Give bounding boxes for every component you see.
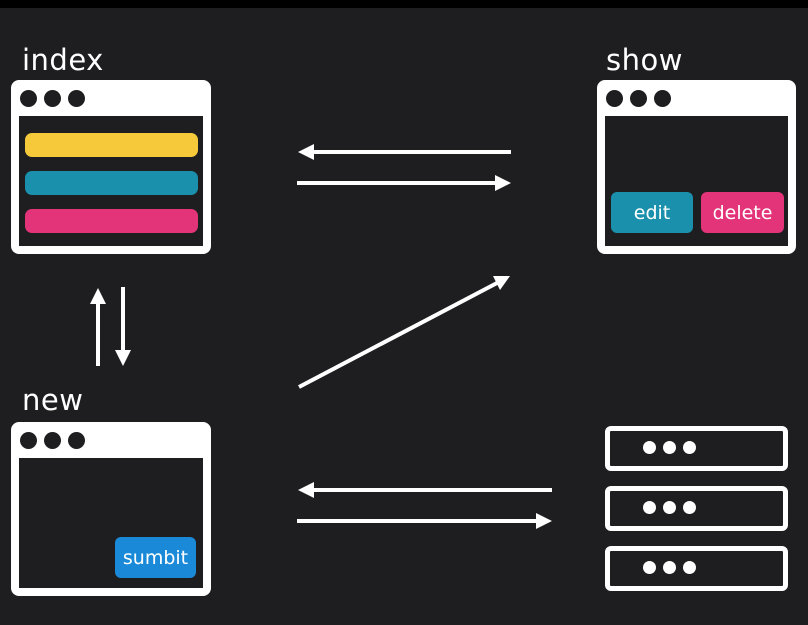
server-light-icon xyxy=(683,501,696,514)
server-light-icon xyxy=(663,561,676,574)
window-dot-icon xyxy=(20,90,37,107)
edit-button[interactable]: edit xyxy=(611,192,693,233)
arrow-head-icon xyxy=(298,144,314,160)
server-light-icon xyxy=(643,561,656,574)
server-unit xyxy=(605,426,788,471)
index-list-item xyxy=(25,133,198,157)
arrow-head-icon xyxy=(495,175,511,191)
arrow-head-icon xyxy=(90,288,106,304)
window-dot-icon xyxy=(606,90,623,107)
arrow-head-icon xyxy=(493,276,510,290)
submit-button[interactable]: sumbit xyxy=(115,537,196,578)
window-dot-icon xyxy=(68,90,85,107)
new-label: new xyxy=(22,383,84,417)
index-list-item xyxy=(25,171,198,195)
window-dot-icon xyxy=(44,90,61,107)
window-dot-icon xyxy=(630,90,647,107)
server-unit xyxy=(605,546,788,591)
server-light-icon xyxy=(643,441,656,454)
server-light-icon xyxy=(643,501,656,514)
server-light-icon xyxy=(683,561,696,574)
show-label: show xyxy=(606,43,683,77)
index-label: index xyxy=(22,43,104,77)
window-dot-icon xyxy=(20,432,37,449)
index-list-item xyxy=(25,209,198,233)
window-dot-icon xyxy=(654,90,671,107)
server-unit xyxy=(605,486,788,531)
arrow-head-icon xyxy=(536,513,552,529)
arrow-head-icon xyxy=(115,350,131,366)
window-dot-icon xyxy=(68,432,85,449)
arrow-head-icon xyxy=(298,482,314,498)
delete-button[interactable]: delete xyxy=(701,192,784,233)
server-light-icon xyxy=(663,501,676,514)
server-light-icon xyxy=(683,441,696,454)
window-dot-icon xyxy=(44,432,61,449)
top-bar xyxy=(0,0,808,8)
server-light-icon xyxy=(663,441,676,454)
arrow-new-to-show xyxy=(298,281,498,389)
